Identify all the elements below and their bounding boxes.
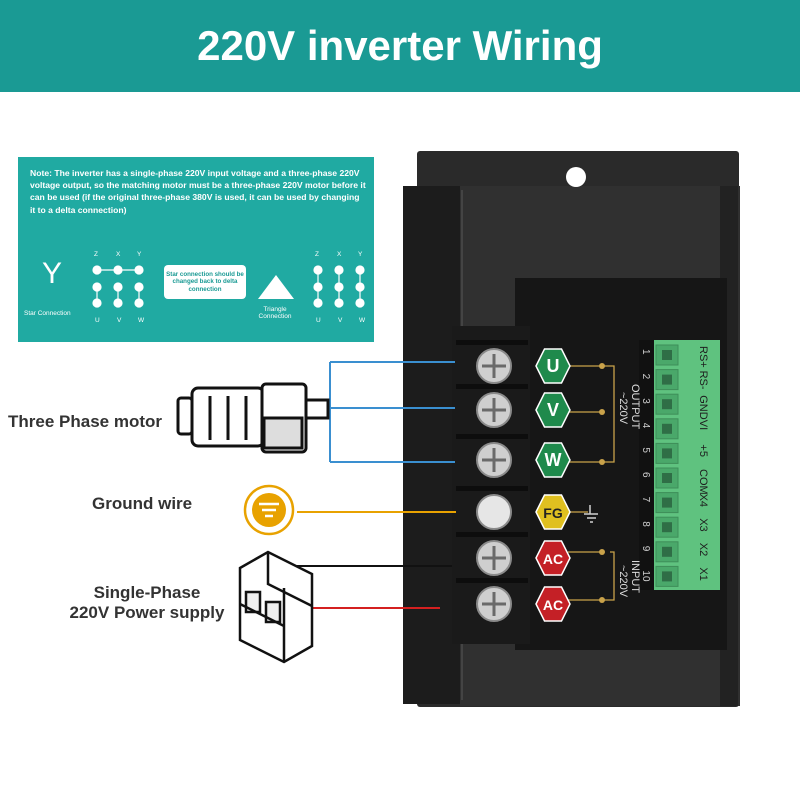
control-terminal-number: 1 — [640, 349, 651, 355]
motor-wires — [312, 361, 455, 463]
terminal-badge-label: W — [545, 450, 562, 470]
control-terminal-label: +5 — [697, 444, 709, 457]
delta-top-z: Z — [315, 251, 319, 258]
delta-bottom-v: V — [338, 317, 343, 324]
control-terminal-label: X3 — [697, 518, 709, 531]
terminal-separator — [456, 486, 528, 491]
power-label-line-1: Single-Phase — [93, 583, 201, 602]
terminal-separator — [456, 384, 528, 389]
control-terminal-screw — [662, 374, 672, 385]
delta-bottom-u: U — [316, 317, 321, 324]
control-terminal-screw — [662, 448, 672, 459]
terminal-badge-shape — [535, 540, 571, 576]
three-phase-motor-icon — [176, 382, 330, 454]
input-group-label: INPUT — [629, 560, 641, 593]
triangle-connection-caption: Triangle Connection — [258, 306, 292, 320]
terminal-badge-shape — [535, 442, 571, 478]
star-connection-caption: Star Connection — [24, 310, 71, 317]
control-terminal-number: 7 — [640, 497, 651, 503]
circuit-breaker-icon — [238, 550, 314, 664]
terminal-badge-label: FG — [543, 505, 563, 521]
wiring-note-panel: Note: The inverter has a single-phase 22… — [18, 157, 374, 342]
star-top-y: Y — [137, 251, 142, 258]
ground-wire-icon — [243, 484, 295, 536]
delta-bottom-w: W — [359, 317, 366, 324]
terminal-badge-ac: AC — [535, 586, 571, 622]
star-bottom-u: U — [95, 317, 100, 324]
control-terminal-screw — [662, 497, 672, 508]
fg-ground-symbol — [584, 505, 598, 523]
terminal-badge-v: V — [535, 392, 571, 428]
control-terminal-number: 4 — [640, 423, 651, 429]
control-terminal-label: RS- — [697, 371, 709, 390]
terminal-badge-shape — [535, 392, 571, 428]
control-terminal-number: 9 — [640, 546, 651, 552]
star-top-x: X — [116, 251, 121, 258]
control-terminal-screw — [662, 473, 672, 483]
header-banner — [0, 0, 800, 92]
control-terminal-label: RS+ — [697, 346, 709, 368]
control-terminal-screw — [662, 423, 672, 434]
terminal-badge-fg: FG — [535, 494, 571, 530]
control-terminal-label: X1 — [697, 567, 709, 580]
ground-label: Ground wire — [92, 494, 193, 513]
control-terminal-screw — [662, 350, 672, 360]
terminal-badge-label: U — [547, 356, 560, 376]
output-voltage-label: ~220V — [617, 392, 629, 425]
power-terminal-block — [452, 326, 530, 644]
terminal-badge-shape — [535, 348, 571, 384]
terminal-separator — [456, 532, 528, 537]
terminal-badge-label: V — [547, 400, 559, 420]
control-terminal-label: GND — [697, 395, 709, 420]
control-terminal-screw — [662, 522, 672, 533]
power-label: Single-Phase 220V Power supply — [52, 583, 242, 623]
note-text: Note: The inverter has a single-phase 22… — [30, 168, 366, 215]
delta-top-y: Y — [358, 251, 363, 258]
terminal-badge-w: W — [535, 442, 571, 478]
terminal-screw-icon — [476, 494, 512, 530]
power-label-line-2: 220V Power supply — [69, 603, 225, 622]
control-terminal-label: VI — [697, 420, 709, 430]
control-terminal-label: COM — [697, 469, 709, 495]
terminal-badge-shape — [535, 586, 571, 622]
control-terminal-screw — [662, 546, 672, 557]
page-title: 220V inverter Wiring — [197, 22, 603, 69]
control-terminal-number: 2 — [640, 374, 651, 380]
control-terminal-number: 8 — [640, 521, 651, 527]
conversion-callout: Star connection should be changed back t… — [164, 265, 246, 299]
terminal-separator — [456, 434, 528, 439]
terminal-badge-label: AC — [543, 551, 563, 567]
triangle-icon — [258, 275, 294, 299]
terminal-badge-shape — [535, 494, 571, 530]
terminal-badge-ac: AC — [535, 540, 571, 576]
output-group-label: OUTPUT — [629, 384, 641, 430]
connection-diagrams — [92, 265, 365, 308]
star-bottom-v: V — [117, 317, 122, 324]
control-terminal-label: X4 — [697, 494, 709, 507]
star-top-z: Z — [94, 251, 98, 258]
input-voltage-label: ~220V — [617, 565, 629, 598]
control-terminal-screw — [662, 571, 672, 582]
star-bottom-w: W — [138, 317, 145, 324]
terminal-badge-u: U — [535, 348, 571, 384]
control-terminal-screw — [662, 399, 672, 410]
terminal-separator — [456, 578, 528, 583]
control-terminal-number: 6 — [640, 472, 651, 478]
control-terminal-number: 3 — [640, 398, 651, 404]
delta-top-x: X — [337, 251, 342, 258]
control-terminal-label: X2 — [697, 543, 709, 556]
terminal-badge-label: AC — [543, 597, 563, 613]
connector-dots — [599, 363, 605, 603]
motor-label: Three Phase motor — [8, 412, 162, 431]
control-terminal-number: 5 — [640, 447, 651, 453]
control-terminal-number: 10 — [640, 570, 651, 582]
star-symbol: Y — [42, 257, 63, 290]
terminal-separator — [456, 340, 528, 345]
